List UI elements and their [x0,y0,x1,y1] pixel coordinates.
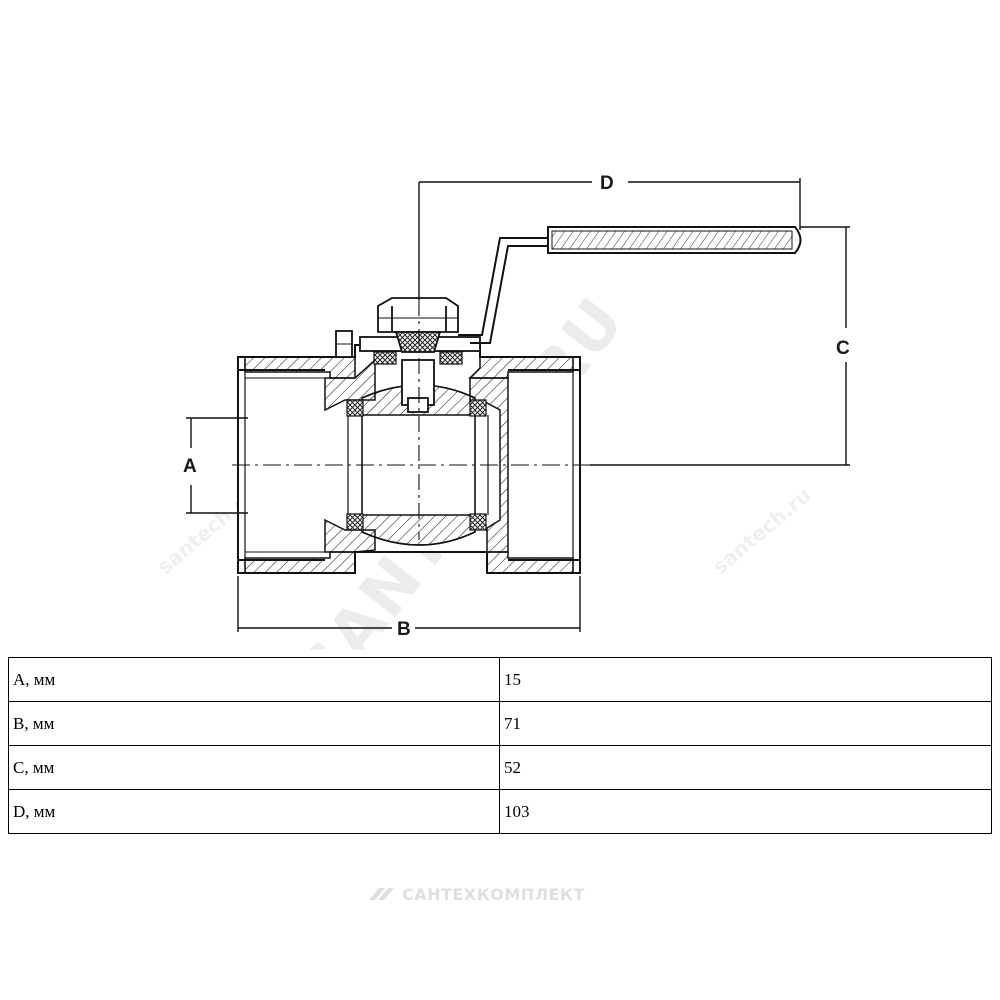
row-value: 15 [499,657,992,702]
brand-watermark: САНТЕХКОМПЛЕКТ [366,883,585,905]
svg-text:santech.ru: santech.ru [708,483,816,579]
dimension-c [800,226,850,465]
dimension-c-label: C [836,338,850,359]
valve-lever [458,226,802,344]
row-label: C, мм [8,745,500,790]
table-row: B, мм 71 [8,701,992,746]
dimensions-table: A, мм 15 B, мм 71 C, мм 52 D, мм 103 [8,657,992,834]
valve-seals [346,351,487,531]
table-row: D, мм 103 [8,789,992,834]
dimension-d [419,178,801,230]
dimension-a-label: A [183,456,197,477]
table-row: A, мм 15 [8,657,992,702]
row-label: B, мм [8,701,500,746]
centre-lines [232,182,850,540]
ball-valve-drawing: SANTECH.RU santech.ru santech.ru [153,173,850,650]
row-label: D, мм [8,789,500,834]
dimension-b-label: B [397,619,411,640]
table-row: C, мм 52 [8,745,992,790]
brand-name: САНТЕХКОМПЛЕКТ [402,884,585,904]
dimension-d-label: D [600,173,614,194]
row-value: 103 [499,789,992,834]
row-label: A, мм [8,657,500,702]
row-value: 71 [499,701,992,746]
row-value: 52 [499,745,992,790]
body-wall-hatching [244,356,574,574]
valve-stem-and-nut [335,297,481,413]
dimension-a [186,417,248,514]
brand-logo-icon [369,888,394,900]
dimension-b [237,576,581,632]
